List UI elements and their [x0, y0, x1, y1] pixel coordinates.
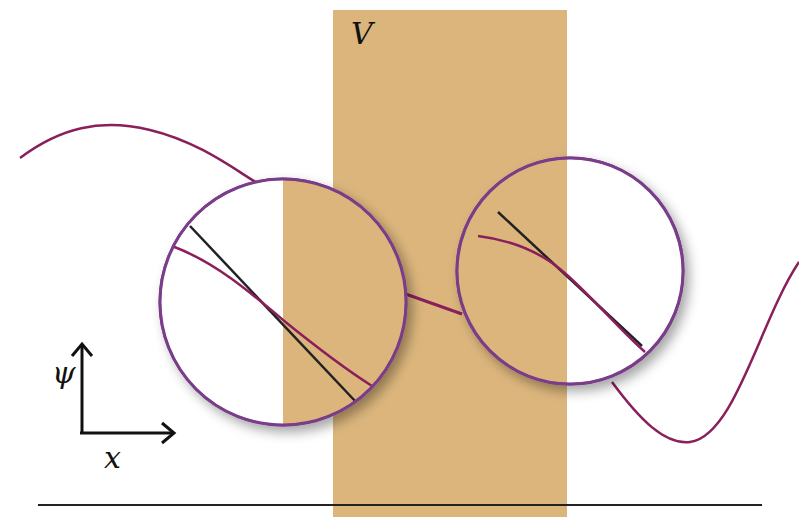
axis-label: ψ	[52, 355, 76, 390]
magnifier-right	[456, 156, 685, 386]
barrier-label: V	[351, 16, 373, 51]
wave-left	[20, 125, 262, 186]
baseline	[38, 504, 762, 506]
potential-barrier: V	[333, 10, 567, 517]
wave-barrier	[400, 292, 462, 314]
axis-label: x	[104, 440, 121, 475]
magnifier-left	[160, 178, 408, 428]
axes	[72, 344, 174, 443]
